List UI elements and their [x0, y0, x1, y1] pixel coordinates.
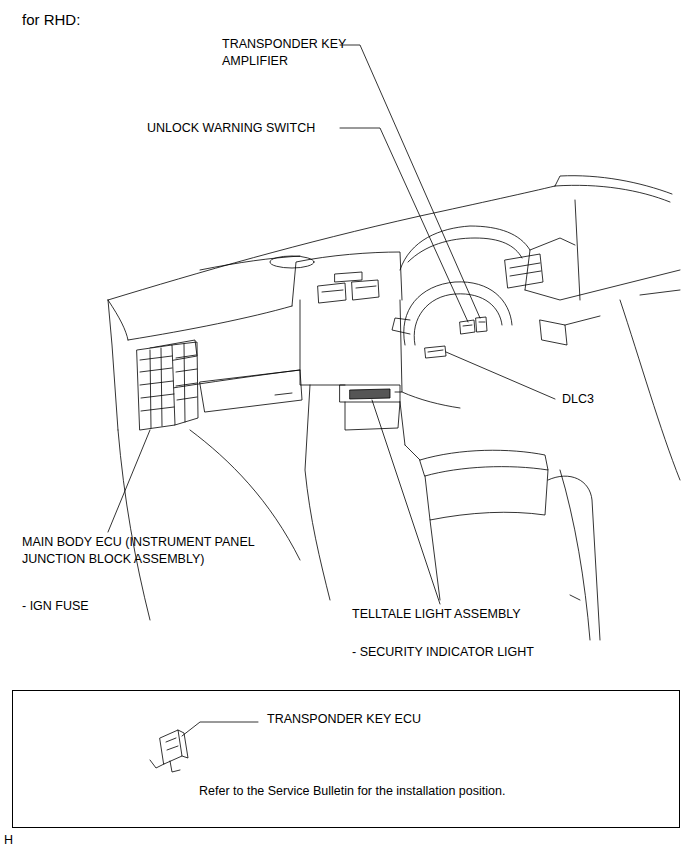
sub-part-label: - IGN FUSE: [22, 598, 89, 615]
part-label: DLC3: [562, 391, 594, 408]
part-label: UNLOCK WARNING SWITCH: [147, 120, 315, 137]
part-label: TRANSPONDER KEY AMPLIFIER: [222, 36, 352, 70]
diagram-title: for RHD:: [22, 10, 80, 30]
part-label: MAIN BODY ECU (INSTRUMENT PANEL JUNCTION…: [22, 534, 284, 568]
part-label: TELLTALE LIGHT ASSEMBLY: [352, 606, 521, 623]
sub-part-label: - SECURITY INDICATOR LIGHT: [352, 644, 534, 661]
part-label: TRANSPONDER KEY ECU: [267, 711, 421, 728]
figure-code: H: [4, 832, 13, 849]
note-box: TRANSPONDER KEY ECU Refer to the Service …: [12, 690, 680, 828]
note-text: Refer to the Service Bulletin for the in…: [199, 783, 505, 800]
